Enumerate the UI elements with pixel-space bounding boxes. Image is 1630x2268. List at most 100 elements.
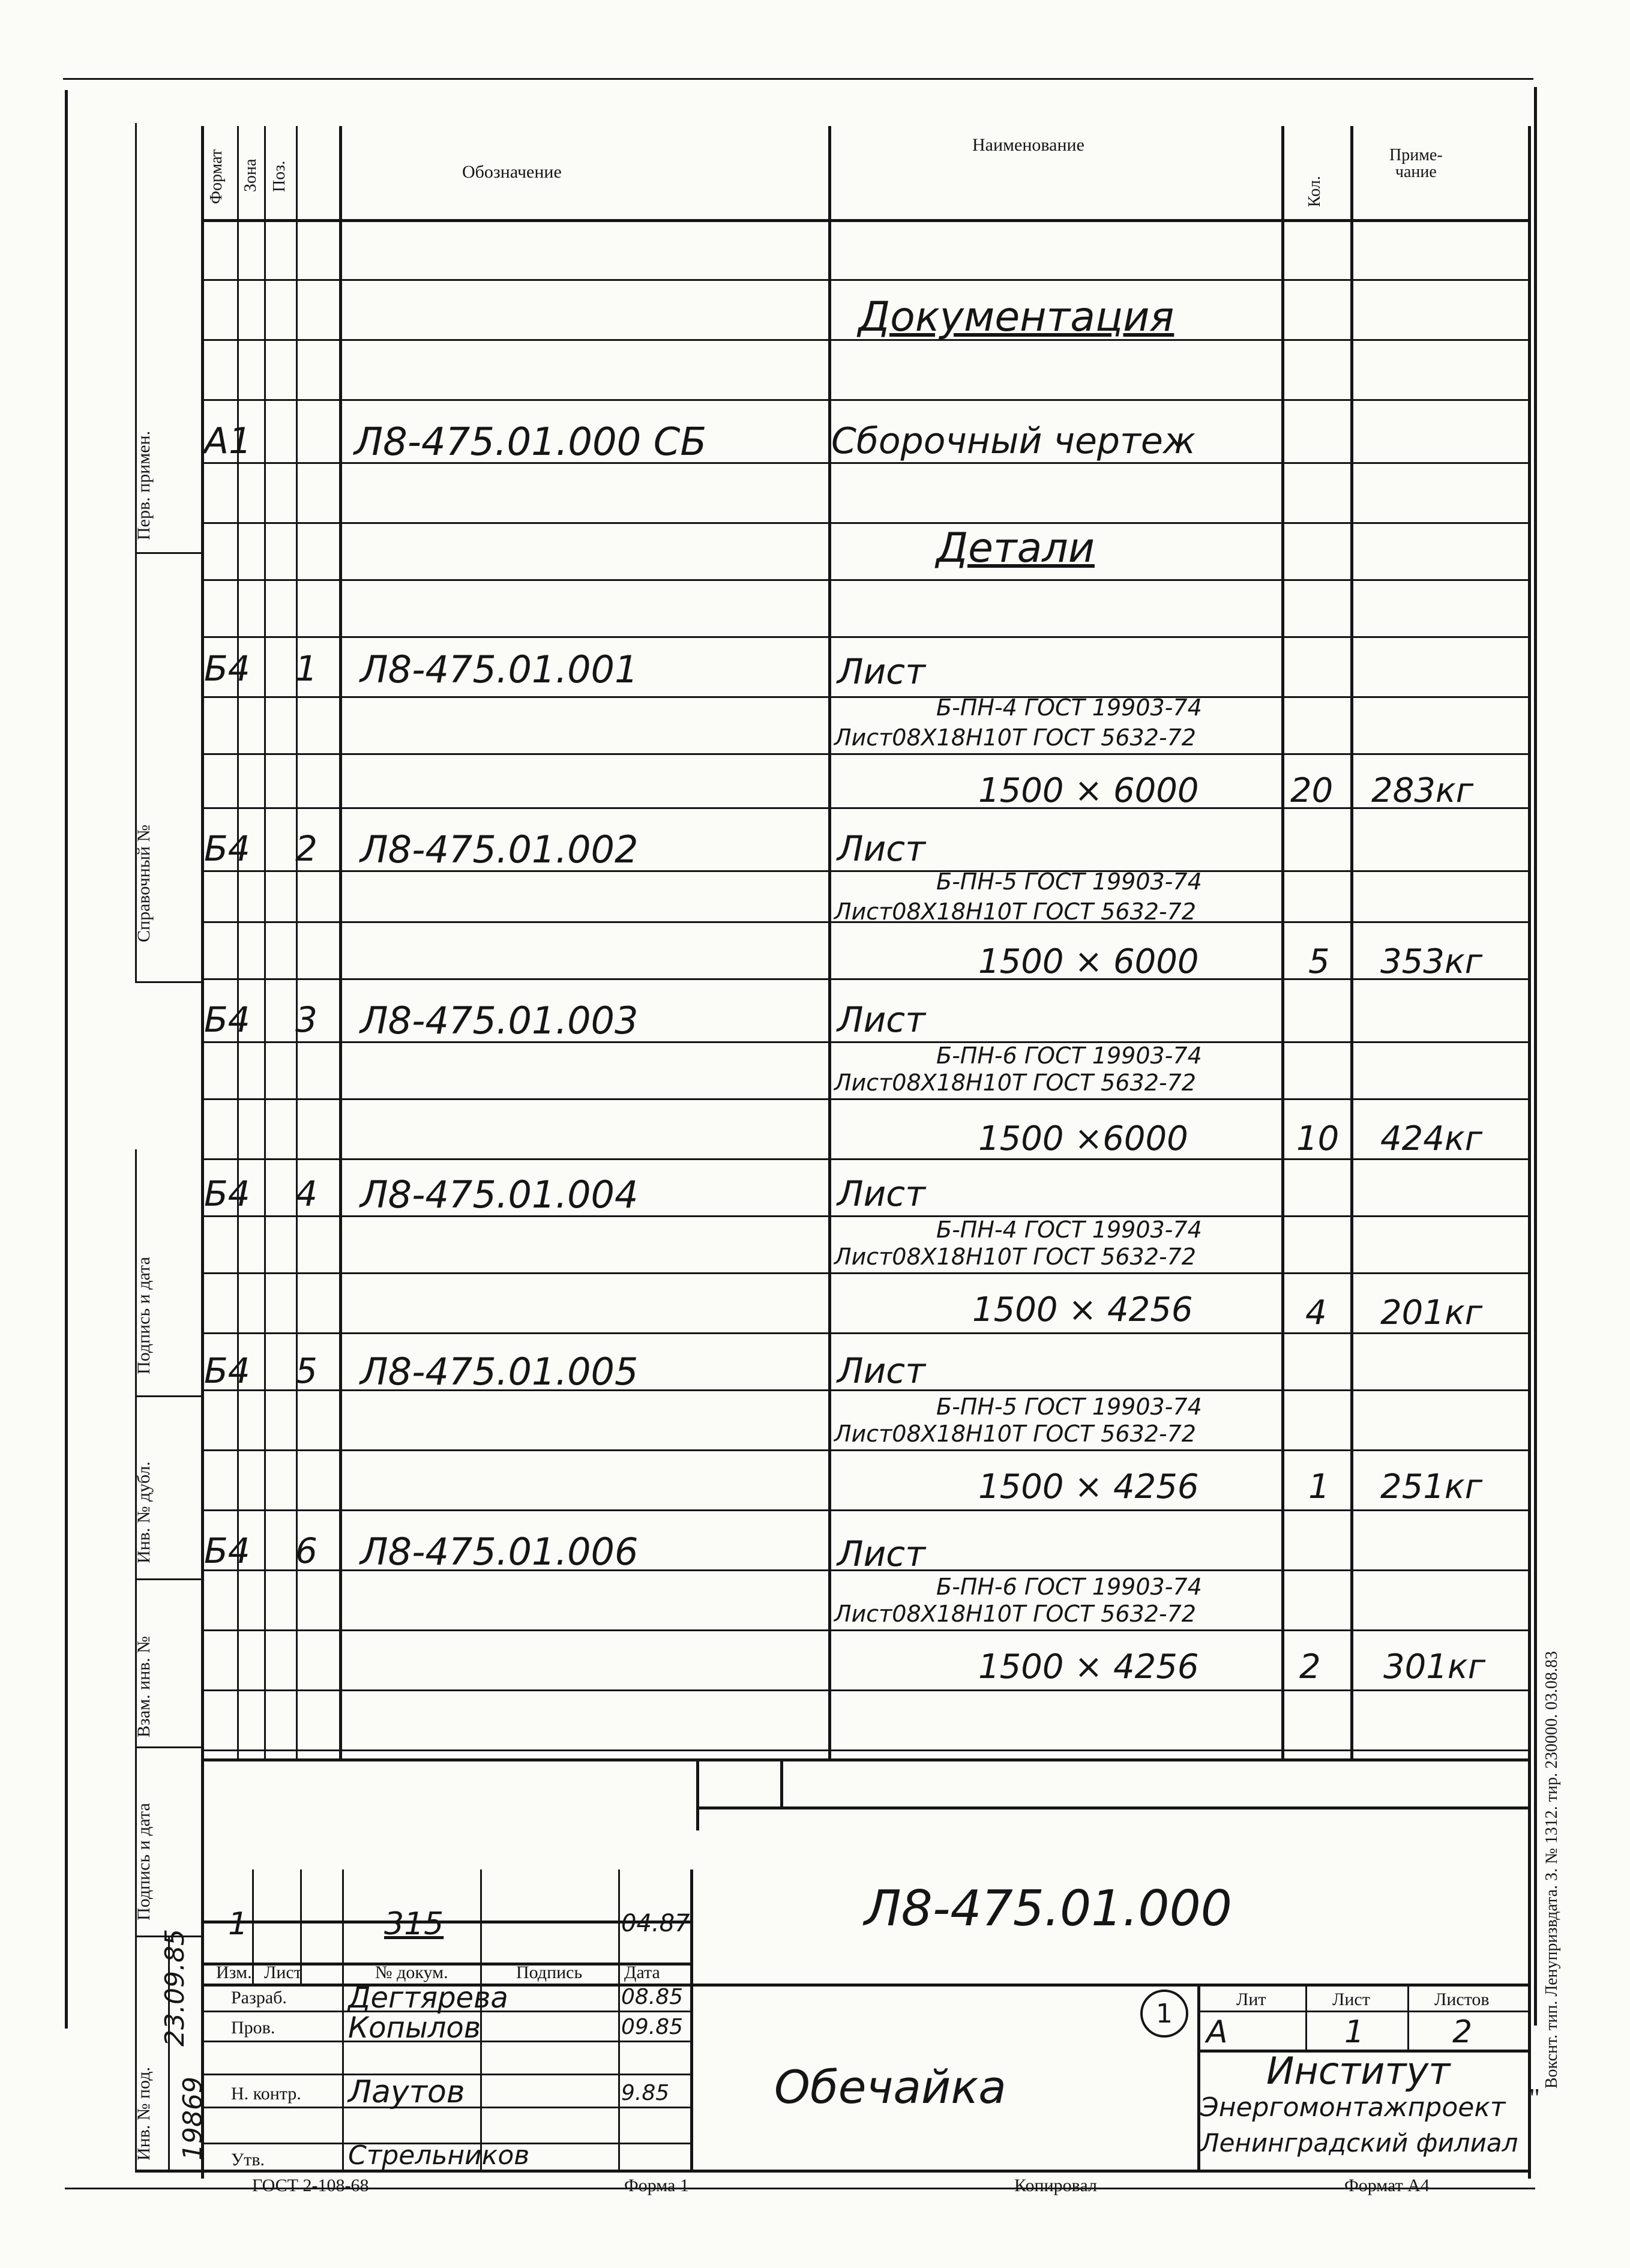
margin-col-3 — [168, 1936, 170, 2170]
tb-circle-number: 1 — [1156, 1998, 1173, 2029]
header-qty: Кол. — [1305, 176, 1324, 207]
margin-signature-date: 23.09.85 — [160, 1929, 190, 2047]
row-3-note: 424кг — [1380, 1119, 1483, 1158]
frame-right-line — [1528, 126, 1531, 2179]
row-line — [201, 1509, 1528, 1511]
right-margin-print: Вокснт. тип. Ленупризвдата. З. № 1312. т… — [1542, 1650, 1561, 2089]
row-6-name-top: Лист — [837, 1533, 925, 1574]
sheet-right-edge — [1534, 87, 1537, 2026]
tb-line — [201, 1921, 690, 1924]
tb-person-nkontr: Лаутов — [348, 2074, 465, 2110]
row-3-format: Б4 — [204, 999, 250, 1040]
row-5-format: Б4 — [204, 1350, 250, 1391]
row-1-designation: Л8-475.01.001 — [360, 648, 639, 691]
tb-col — [252, 1869, 254, 1984]
tb-lit-line-2 — [1197, 2050, 1528, 2053]
row-6-name-frac-top: Б-ПН-6 ГОСТ 19903-74 — [936, 1574, 1202, 1600]
col-line-pos — [264, 126, 266, 1758]
row-0-designation: Л8-475.01.000 СБ — [354, 420, 707, 465]
tb-org-3: Ленинградский филиал — [1200, 2128, 1518, 2158]
row-line — [201, 339, 1528, 341]
row-4-size: 1500 × 4256 — [972, 1290, 1193, 1329]
row-line — [201, 636, 1528, 638]
tb-line — [201, 1963, 690, 1966]
tb-label-prov: Пров. — [231, 2018, 275, 2038]
row-2-name-frac-bottom: Лист08Х18Н10Т ГОСТ 5632-72 — [834, 898, 1196, 925]
row-5-designation: Л8-475.01.005 — [360, 1350, 639, 1394]
col-line-designation — [339, 126, 342, 1758]
row-2-name-top: Лист — [837, 828, 925, 869]
row-3-name-frac-top: Б-ПН-6 ГОСТ 19903-74 — [936, 1042, 1202, 1069]
tb-col — [342, 1869, 344, 2170]
row-2-format: Б4 — [204, 828, 250, 869]
section-details: Детали — [936, 525, 1095, 572]
row-line — [201, 462, 1528, 464]
row-1-format: Б4 — [204, 648, 250, 689]
row-1-size: 1500 × 6000 — [978, 771, 1199, 810]
tb-line — [201, 2107, 690, 2108]
col-line-pos-right — [296, 126, 298, 1758]
tb-label-izm: Изм. — [216, 1963, 252, 1982]
row-2-designation: Л8-475.01.002 — [360, 828, 639, 871]
margin-label-podp-data-2: Подпись и дата — [134, 1803, 154, 1921]
row-5-note: 251кг — [1380, 1467, 1483, 1506]
header-designation: Обозначение — [462, 162, 562, 182]
tb-lit-top — [1194, 1984, 1528, 1987]
tb-org-1: Институт — [1266, 2049, 1451, 2093]
row-2-pos: 2 — [295, 828, 317, 869]
row-2-name-frac-top: Б-ПН-5 ГОСТ 19903-74 — [936, 868, 1202, 895]
row-3-size: 1500 ×6000 — [978, 1119, 1188, 1158]
tb-title: Обечайка — [774, 2060, 1006, 2114]
header-zone: Зона — [241, 158, 260, 192]
tb-col — [480, 1869, 482, 2170]
row-2-note: 353кг — [1380, 942, 1483, 981]
row-line — [201, 870, 1528, 872]
row-0-name: Сборочный чертеж — [831, 420, 1195, 462]
section-documentation: Документация — [858, 293, 1174, 341]
row-line — [201, 1389, 1528, 1391]
col-line-name — [828, 126, 831, 1758]
tb-lit-left — [1197, 1984, 1200, 2170]
row-3-name-top: Лист — [837, 999, 925, 1040]
tb-change-izm: 1 — [228, 1906, 248, 1942]
row-line — [201, 807, 1528, 809]
tb-change-num: 315 — [384, 1906, 444, 1942]
row-4-name-frac-top: Б-ПН-4 ГОСТ 19903-74 — [936, 1217, 1202, 1243]
quote-mark: " — [1529, 2083, 1540, 2113]
tb-label-razrab: Разраб. — [231, 1988, 287, 2008]
row-6-size: 1500 × 4256 — [978, 1647, 1199, 1686]
row-line — [201, 1449, 1528, 1451]
tb-label-listov: Листов — [1434, 1990, 1490, 2009]
margin-label-vzam-inv: Взам. инв. № — [134, 1635, 154, 1737]
row-6-name-frac-bottom: Лист08Х18Н10Т ГОСТ 5632-72 — [834, 1601, 1196, 1627]
row-6-note: 301кг — [1383, 1647, 1486, 1686]
row-4-qty: 4 — [1305, 1293, 1327, 1332]
row-2-size: 1500 × 6000 — [978, 942, 1199, 981]
header-bottom-line — [201, 219, 1528, 222]
frame-bottom-line — [135, 2170, 1530, 2173]
tb-line — [201, 2143, 690, 2144]
row-4-designation: Л8-475.01.004 — [360, 1173, 639, 1217]
row-5-size: 1500 × 4256 — [978, 1467, 1199, 1506]
tb-person-prov: Копылов — [348, 2011, 481, 2045]
row-line — [201, 1629, 1528, 1631]
row-2-qty: 5 — [1308, 942, 1330, 981]
row-line — [201, 921, 1528, 923]
tb-label-date: Дата — [624, 1963, 660, 1982]
tb-label-utv: Утв. — [231, 2150, 265, 2170]
footer-gost: ГОСТ 2-108-68 — [252, 2176, 369, 2195]
tb-date-prov: 09.85 — [621, 2015, 684, 2039]
col-line-note — [1350, 126, 1353, 1758]
row-1-note: 283кг — [1371, 771, 1474, 810]
margin-sep-1 — [135, 552, 201, 554]
row-3-pos: 3 — [295, 999, 317, 1040]
margin-sep-4 — [135, 1578, 201, 1580]
tb-line — [201, 2011, 690, 2012]
tb-change-date: 04.87 — [621, 1910, 690, 1937]
tb-col — [300, 1869, 302, 1984]
row-5-name-frac-bottom: Лист08Х18Н10Т ГОСТ 5632-72 — [834, 1421, 1196, 1447]
row-5-pos: 5 — [295, 1350, 317, 1391]
header-format: Формат — [207, 149, 226, 204]
row-4-note: 201кг — [1380, 1293, 1483, 1332]
row-line — [201, 1749, 1528, 1751]
